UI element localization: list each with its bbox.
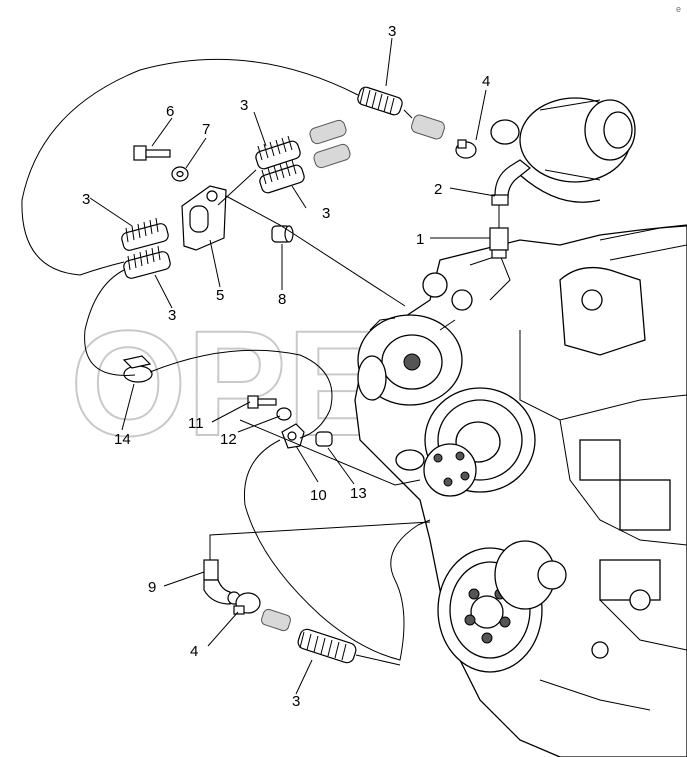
- part-11-bolt: [247, 395, 277, 409]
- corner-mark: e: [676, 4, 681, 14]
- part-3-sleeve-bottom: [297, 628, 357, 664]
- callout-7: 7: [202, 121, 210, 138]
- part-10-clip: [281, 423, 305, 449]
- part-13-spacer: [315, 431, 333, 447]
- water-pump-pulley: [395, 387, 536, 497]
- callout-3: 3: [240, 97, 248, 114]
- callout-3: 3: [168, 307, 176, 324]
- part-8-spacer: [271, 225, 294, 243]
- callout-3: 3: [388, 23, 396, 40]
- part-4-clamp-upper: [455, 139, 477, 159]
- callout-5: 5: [216, 287, 224, 304]
- part-1-adapter: [489, 205, 509, 259]
- callout-4: 4: [190, 643, 198, 660]
- callout-2: 2: [434, 181, 442, 198]
- callouts: 3 4 2 1 6 7 3 3 3 5 8 3 14 11 12 10 13 9…: [82, 23, 490, 710]
- part-7-washer: [171, 166, 189, 182]
- turbocharger: [490, 97, 636, 203]
- part-5-bracket: [181, 185, 227, 251]
- part-3-sleeve-upper-b: [259, 159, 305, 194]
- part-9-elbow: [203, 559, 241, 605]
- callout-3: 3: [82, 191, 90, 208]
- crankshaft-pulley: [437, 540, 567, 673]
- part-3-sleeve-upper-a: [255, 135, 301, 170]
- hose-end-upper-b: [313, 143, 351, 169]
- hose-routing: [21, 58, 431, 666]
- callout-14: 14: [114, 431, 131, 448]
- part-12-washer: [276, 407, 292, 421]
- part-6-bolt: [133, 145, 171, 161]
- callout-13: 13: [350, 485, 367, 502]
- callout-9: 9: [148, 579, 156, 596]
- hose-end-upper-a: [309, 119, 347, 145]
- callout-8: 8: [278, 291, 286, 308]
- valve-cover: [559, 225, 687, 356]
- hose-end-bottom: [261, 608, 291, 632]
- part-4-clamp-lower: [233, 592, 261, 615]
- part-3-sleeve-left-b: [123, 245, 171, 279]
- part-3-sleeve-left-a: [121, 217, 169, 251]
- hose-end-top: [411, 114, 445, 140]
- alternator: [357, 314, 463, 406]
- callout-1: 1: [416, 231, 424, 248]
- leader-lines: [89, 37, 496, 695]
- part-2-elbow-fitting: [491, 159, 531, 206]
- callout-3: 3: [292, 693, 300, 710]
- part-3-sleeve-top: [357, 86, 403, 116]
- callout-12: 12: [220, 431, 237, 448]
- callout-4: 4: [482, 73, 490, 90]
- part-14-clip: [122, 355, 153, 383]
- callout-11: 11: [188, 415, 204, 432]
- callout-3: 3: [322, 205, 330, 222]
- engine-illustration: [354, 97, 687, 757]
- callout-10: 10: [310, 487, 327, 504]
- callout-6: 6: [166, 103, 174, 120]
